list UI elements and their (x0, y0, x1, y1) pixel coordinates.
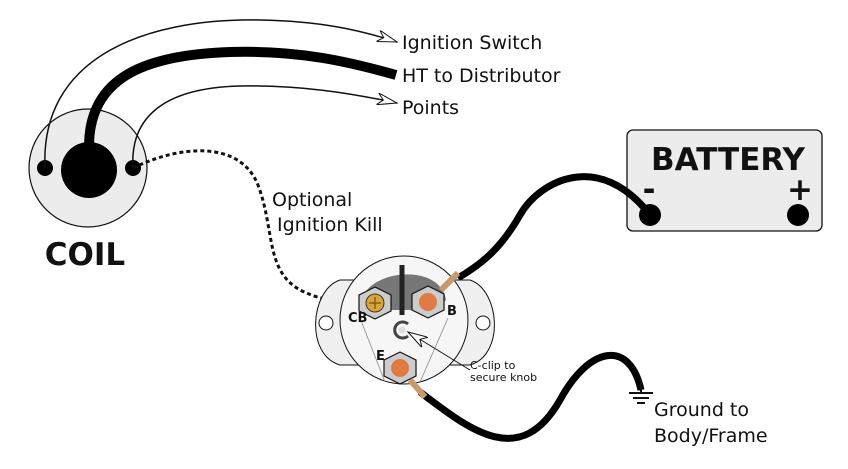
battery-switch: CB B E (315, 255, 495, 399)
points-label: Points (402, 97, 459, 119)
terminal-label-e: E (376, 349, 385, 364)
ignition-switch-wire (44, 19, 397, 169)
kill-label-line2: Ignition Kill (277, 214, 383, 236)
battery-negative-cable (456, 173, 653, 282)
battery-negative-sign: - (643, 172, 656, 208)
ground-cable (417, 351, 645, 442)
ground-label-line2: Body/Frame (654, 425, 768, 447)
battery-positive-sign: + (787, 172, 813, 208)
c-clip-note-line2: secure knob (470, 371, 537, 384)
c-clip-pointer (408, 332, 471, 371)
kill-label-line1: Optional (272, 189, 352, 211)
e-terminal (383, 351, 417, 385)
c-clip-icon (393, 320, 409, 340)
ht-wire (84, 46, 398, 146)
ignition-switch-label: Ignition Switch (402, 32, 542, 54)
battery-label: BATTERY (651, 142, 806, 178)
terminal-label-cb: CB (348, 311, 367, 326)
coil-ht-terminal (61, 142, 117, 198)
c-clip-note-line1: C-clip to (470, 359, 516, 372)
b-terminal (411, 285, 445, 319)
mount-hole-right (475, 315, 491, 331)
coil-label: COIL (45, 237, 125, 273)
b-lug (438, 270, 461, 293)
coil (28, 108, 148, 228)
ignition-kill-wire (132, 149, 376, 305)
terminal-label-b: B (447, 304, 457, 319)
ground-symbol-icon (629, 380, 653, 404)
ground-label-line1: Ground to (654, 399, 749, 421)
cb-terminal (358, 286, 392, 320)
battery-positive-terminal (787, 204, 809, 226)
battery: BATTERY - + (626, 129, 823, 232)
mount-hole-left (318, 315, 334, 331)
e-lug (407, 378, 428, 399)
ht-distributor-label: HT to Distributor (402, 65, 561, 87)
points-wire (132, 85, 397, 169)
